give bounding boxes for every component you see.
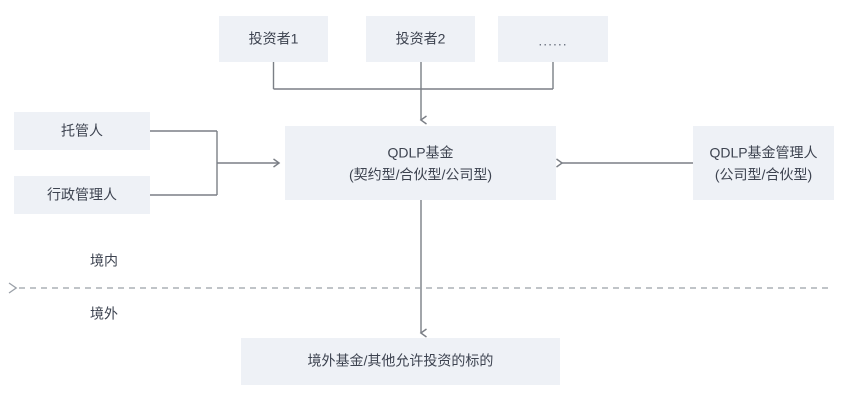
investor-more-label: ...... xyxy=(538,33,567,49)
qdlp-fund-label-line1: QDLP基金 xyxy=(387,145,453,161)
administrator-box xyxy=(14,176,150,214)
investor1-label: 投资者1 xyxy=(249,31,299,47)
offshore-target-label: 境外基金/其他允许投资的标的 xyxy=(308,353,494,369)
investor1-box xyxy=(219,16,328,62)
node-investor-more: ...... xyxy=(498,16,608,62)
node-administrator: 行政管理人 xyxy=(14,176,150,214)
node-qdlp-fund: QDLP基金 (契约型/合伙型/公司型) xyxy=(285,126,556,200)
divider-label-onshore: 境内 xyxy=(90,253,118,269)
investor-more-box xyxy=(498,16,608,62)
investor2-box xyxy=(366,16,475,62)
qdlp-fund-manager-label-line2: (公司型/合伙型) xyxy=(715,167,812,183)
qdlp-fund-manager-label-line1: QDLP基金管理人 xyxy=(709,145,817,161)
node-qdlp-fund-manager: QDLP基金管理人 (公司型/合伙型) xyxy=(693,126,834,200)
custodian-label: 托管人 xyxy=(61,123,103,139)
custodian-box xyxy=(14,112,150,150)
node-investor2: 投资者2 xyxy=(366,16,475,62)
node-custodian: 托管人 xyxy=(14,112,150,150)
qdlp-fund-manager-box xyxy=(693,126,834,200)
offshore-target-box xyxy=(241,338,560,385)
divider-label-offshore: 境外 xyxy=(90,306,118,322)
node-investor1: 投资者1 xyxy=(219,16,328,62)
node-offshore-target: 境外基金/其他允许投资的标的 xyxy=(241,338,560,385)
qdlp-fund-label-line2: (契约型/合伙型/公司型) xyxy=(349,167,492,183)
qdlp-fund-box xyxy=(285,126,556,200)
administrator-label: 行政管理人 xyxy=(47,187,117,203)
investor2-label: 投资者2 xyxy=(396,31,446,47)
